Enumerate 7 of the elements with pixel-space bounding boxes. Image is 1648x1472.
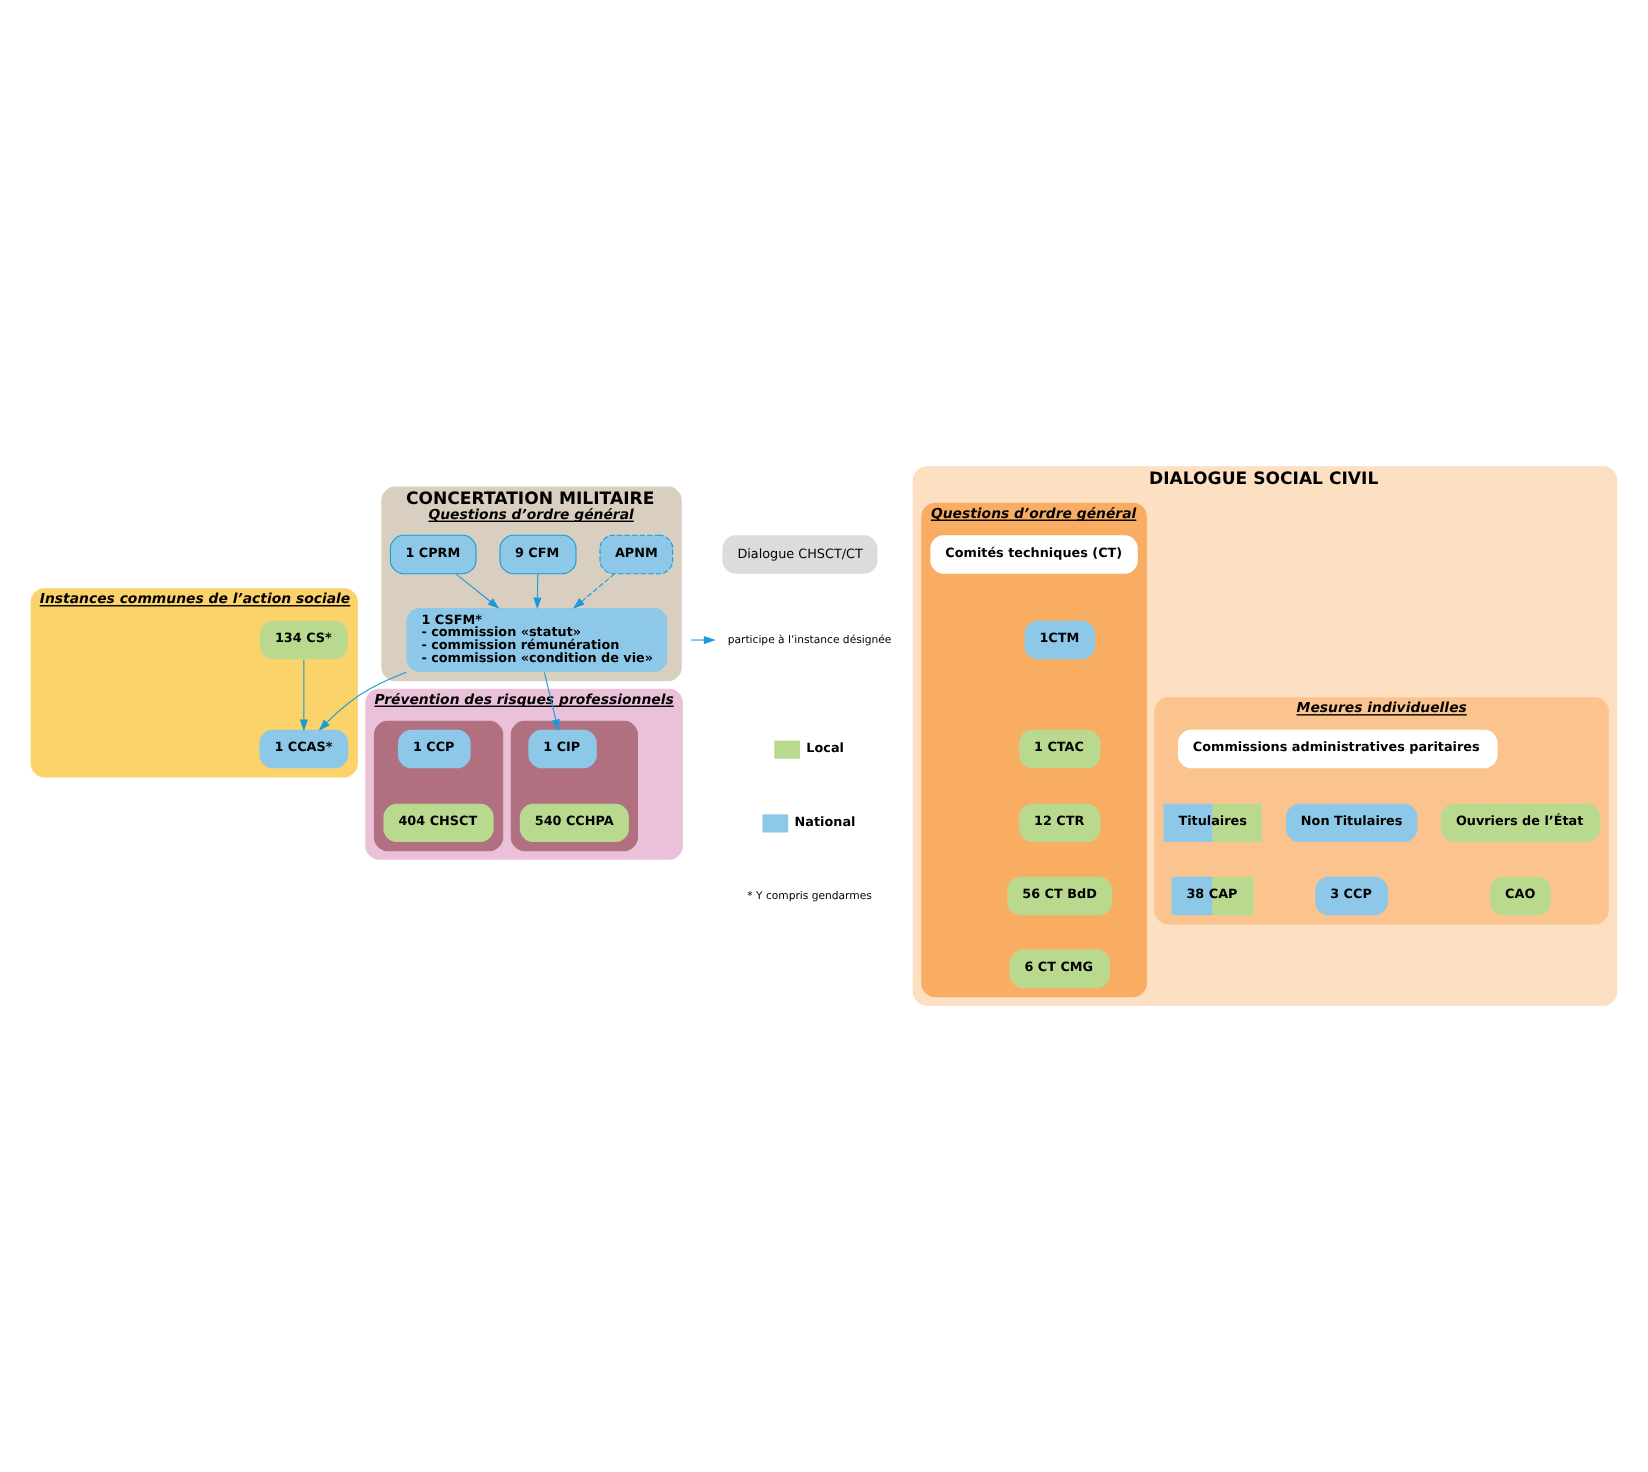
cluster	[373, 720, 504, 852]
arrow	[318, 671, 407, 731]
arrow	[299, 659, 308, 732]
arrow	[572, 573, 615, 609]
arrow	[543, 671, 560, 732]
arrow	[455, 573, 500, 609]
arrow	[533, 573, 542, 610]
